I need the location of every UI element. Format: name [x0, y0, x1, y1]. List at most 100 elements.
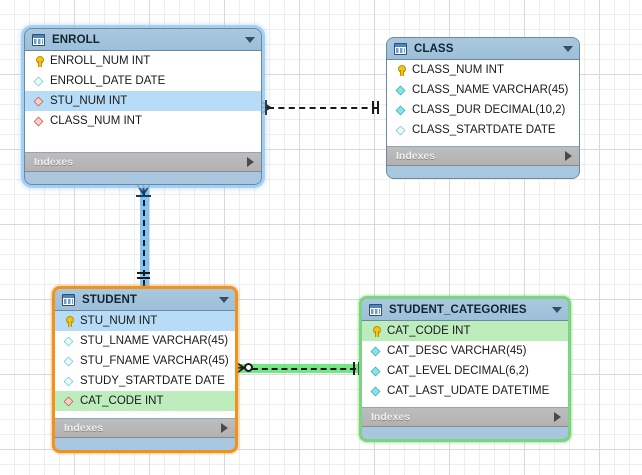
expand-triangle-icon[interactable]: [554, 412, 561, 422]
cardinality-one-bar-a: [372, 101, 374, 114]
cardinality-one-bar: [265, 100, 267, 115]
cardinality-one-bar-b: [377, 101, 379, 114]
indexes-section-student-categories[interactable]: Indexes: [362, 408, 568, 427]
table-columns-class: CLASS_NUM INT CLASS_NAME VARCHAR(45) CLA…: [387, 60, 579, 147]
indexes-section-enroll[interactable]: Indexes: [25, 153, 261, 172]
table-columns-student-categories: CAT_CODE INT CAT_DESC VARCHAR(45) CAT_LE…: [362, 321, 568, 408]
column-row[interactable]: STU_NUM INT: [55, 311, 235, 331]
column-diamond-icon: [395, 85, 406, 95]
column-label: STU_NUM INT: [80, 315, 158, 327]
primary-key-icon: [33, 55, 44, 67]
chevron-down-icon[interactable]: [245, 36, 255, 43]
column-diamond-icon: [33, 76, 44, 86]
column-row[interactable]: CLASS_STARTDATE DATE: [387, 120, 579, 140]
column-label: CLASS_NUM INT: [50, 115, 143, 127]
column-diamond-icon: [63, 376, 74, 386]
column-row[interactable]: CAT_LAST_UDATE DATETIME: [362, 381, 568, 401]
connector-line: [268, 107, 378, 109]
cardinality-one-bar-a: [353, 362, 355, 375]
column-label: ENROLL_NUM INT: [50, 55, 151, 67]
column-spacer: [55, 411, 235, 418]
table-icon: [394, 42, 407, 55]
column-row[interactable]: CAT_LEVEL DECIMAL(6,2): [362, 361, 568, 381]
column-label: CLASS_NAME VARCHAR(45): [412, 84, 569, 96]
column-row[interactable]: ENROLL_DATE DATE: [25, 71, 261, 91]
column-label: STUDY_STARTDATE DATE: [80, 375, 225, 387]
column-diamond-icon: [63, 356, 74, 366]
column-label: CLASS_DUR DECIMAL(10,2): [412, 104, 566, 116]
column-row[interactable]: STUDY_STARTDATE DATE: [55, 371, 235, 391]
table-title: CLASS: [414, 42, 454, 55]
column-diamond-icon: [370, 366, 381, 376]
column-label: CAT_LEVEL DECIMAL(6,2): [387, 365, 529, 377]
primary-key-icon: [63, 315, 74, 327]
column-row[interactable]: CLASS_NUM INT: [25, 111, 261, 131]
column-label: STU_FNAME VARCHAR(45): [80, 355, 229, 367]
column-row[interactable]: CAT_CODE INT: [55, 391, 235, 411]
table-columns-enroll: ENROLL_NUM INT ENROLL_DATE DATE STU_NUM …: [25, 51, 261, 153]
indexes-label: Indexes: [396, 150, 436, 162]
primary-key-icon: [395, 64, 406, 76]
column-label: STU_LNAME VARCHAR(45): [80, 335, 229, 347]
column-row[interactable]: ENROLL_NUM INT: [25, 51, 261, 71]
table-header-student-categories[interactable]: STUDENT_CATEGORIES: [362, 299, 568, 321]
crows-foot-many-icon: [135, 182, 152, 196]
table-icon: [62, 293, 75, 306]
table-node-class[interactable]: CLASS CLASS_NUM INT CLASS_NAME VARCHAR(4…: [386, 37, 580, 179]
cardinality-one-bar-a: [137, 272, 150, 274]
column-label: CLASS_NUM INT: [412, 64, 505, 76]
indexes-label: Indexes: [64, 422, 104, 434]
cardinality-one-bar: [136, 195, 151, 197]
table-header-class[interactable]: CLASS: [387, 38, 579, 60]
primary-key-icon: [370, 325, 381, 337]
table-title: STUDENT_CATEGORIES: [389, 303, 527, 316]
column-label: CAT_CODE INT: [387, 325, 471, 337]
column-row[interactable]: STU_NUM INT: [25, 91, 261, 111]
expand-triangle-icon[interactable]: [247, 157, 254, 167]
column-diamond-icon: [63, 336, 74, 346]
indexes-section-class[interactable]: Indexes: [387, 147, 579, 166]
table-footer-stub: [362, 427, 568, 439]
table-footer-stub: [55, 438, 235, 450]
chevron-down-icon[interactable]: [563, 45, 573, 52]
table-node-student-categories[interactable]: STUDENT_CATEGORIES CAT_CODE INT CAT_DESC…: [359, 296, 571, 442]
expand-triangle-icon[interactable]: [565, 151, 572, 161]
column-diamond-icon: [370, 386, 381, 396]
column-row[interactable]: CLASS_NUM INT: [387, 60, 579, 80]
connector-line: [252, 368, 356, 370]
table-node-student[interactable]: STUDENT STU_NUM INT STU_LNAME VARCHAR(45…: [52, 286, 238, 453]
column-row[interactable]: CLASS_DUR DECIMAL(10,2): [387, 100, 579, 120]
column-spacer: [387, 140, 579, 146]
column-label: ENROLL_DATE DATE: [50, 75, 166, 87]
table-footer-stub: [387, 166, 579, 178]
connector-line: [143, 190, 145, 286]
cardinality-one-bar-b: [137, 277, 150, 279]
column-row[interactable]: CLASS_NAME VARCHAR(45): [387, 80, 579, 100]
cardinality-zero-circle-icon: [244, 363, 253, 372]
indexes-label: Indexes: [34, 156, 74, 168]
table-header-student[interactable]: STUDENT: [55, 289, 235, 311]
column-diamond-icon: [370, 346, 381, 356]
column-row[interactable]: STU_LNAME VARCHAR(45): [55, 331, 235, 351]
indexes-section-student[interactable]: Indexes: [55, 419, 235, 438]
column-row[interactable]: STU_FNAME VARCHAR(45): [55, 351, 235, 371]
table-title: ENROLL: [52, 33, 100, 46]
table-columns-student: STU_NUM INT STU_LNAME VARCHAR(45) STU_FN…: [55, 311, 235, 419]
foreign-key-diamond-icon: [63, 396, 74, 406]
column-row[interactable]: CAT_DESC VARCHAR(45): [362, 341, 568, 361]
table-title: STUDENT: [82, 293, 138, 306]
column-spacer: [25, 131, 261, 152]
expand-triangle-icon[interactable]: [221, 423, 228, 433]
column-label: CLASS_STARTDATE DATE: [412, 124, 556, 136]
column-label: CAT_LAST_UDATE DATETIME: [387, 385, 550, 397]
indexes-label: Indexes: [371, 411, 411, 423]
table-header-enroll[interactable]: ENROLL: [25, 29, 261, 51]
chevron-down-icon[interactable]: [219, 296, 229, 303]
foreign-key-diamond-icon: [33, 116, 44, 126]
column-row[interactable]: CAT_CODE INT: [362, 321, 568, 341]
foreign-key-diamond-icon: [33, 96, 44, 106]
table-node-enroll[interactable]: ENROLL ENROLL_NUM INT ENROLL_DATE DATE S…: [24, 28, 262, 185]
column-diamond-icon: [395, 105, 406, 115]
chevron-down-icon[interactable]: [552, 306, 562, 313]
